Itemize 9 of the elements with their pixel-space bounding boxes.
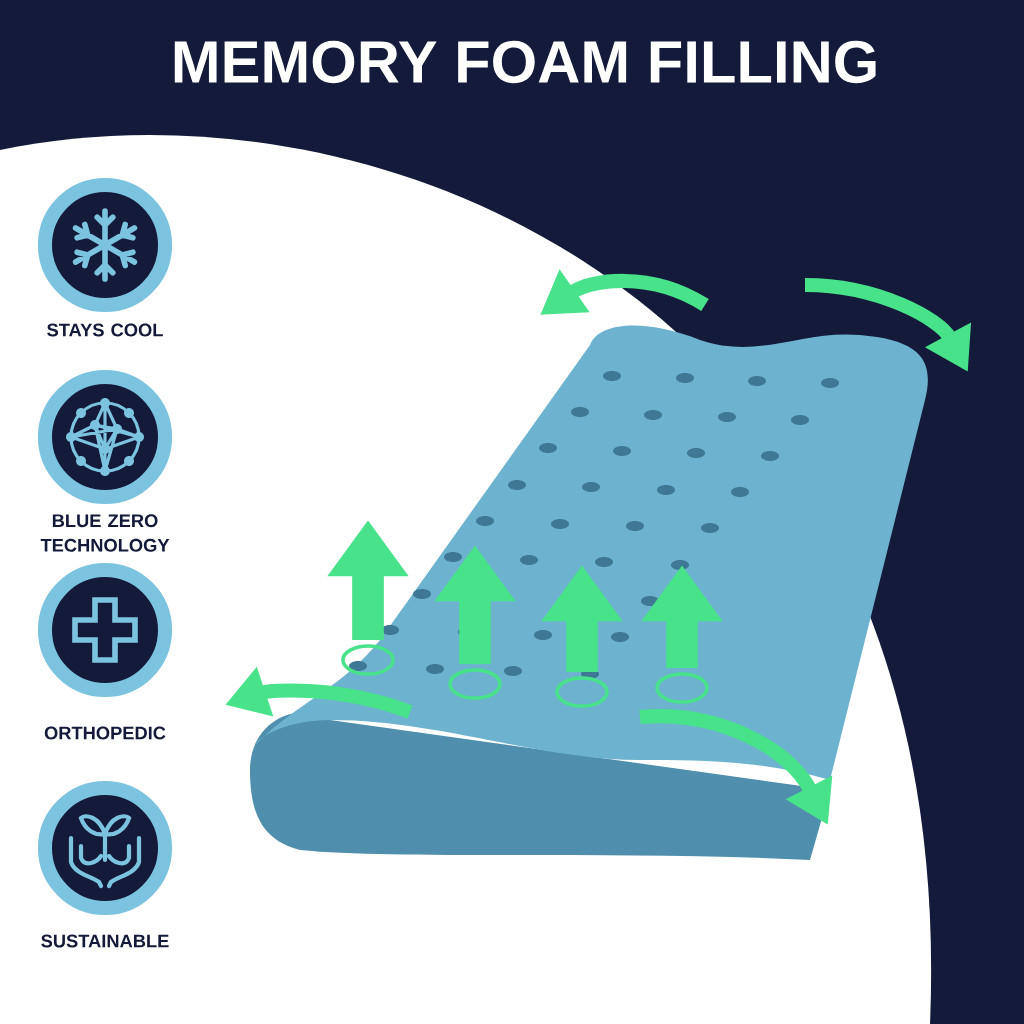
icon-badge: STAYS COOL [37,177,173,337]
node-label: ORTHOPEDIC [44,726,166,740]
icon-badge: BLUE ZERO TECHNOLOGY [37,369,173,552]
title: MEMORY FOAM FILLING [174,40,876,84]
node-label: SUSTAINABLE [41,934,169,948]
icon-badge: ORTHOPEDIC [37,562,173,740]
node-label: STAYS COOL [47,323,163,337]
icon-badge: SUSTAINABLE [37,780,173,948]
node-label: BLUE ZERO TECHNOLOGY [40,514,170,552]
